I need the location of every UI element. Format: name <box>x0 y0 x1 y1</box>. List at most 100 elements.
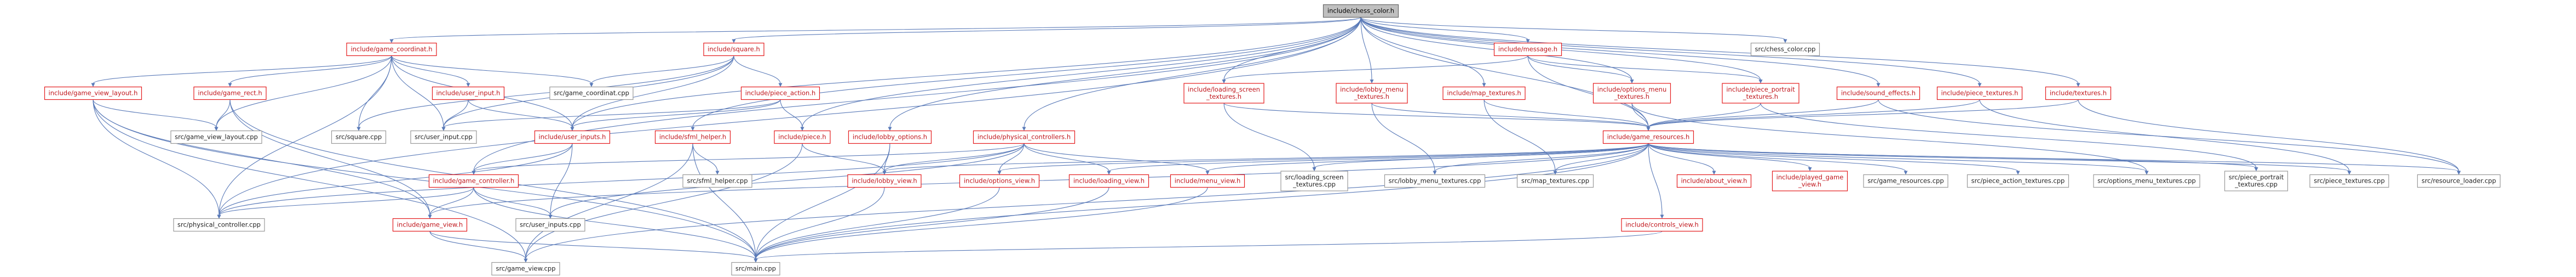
node-user-input[interactable]: include/user_input.h <box>432 86 505 100</box>
node-piece-portrait-textures-cpp[interactable]: src/piece_portrait_textures.cpp <box>2224 171 2288 191</box>
edge-arrowhead <box>428 214 432 219</box>
edge-game-resources-to-game-view-cpp <box>524 143 1649 263</box>
node-options-menu-textures-cpp[interactable]: src/options_menu_textures.cpp <box>2093 174 2200 188</box>
edge-line <box>802 17 1361 128</box>
node-loading-screen-textures[interactable]: include/loading_screen_textures.h <box>1183 83 1264 104</box>
edge-line <box>1631 103 1649 128</box>
node-game-resources-cpp[interactable]: src/game_resources.cpp <box>1863 174 1948 188</box>
node-chess-color[interactable]: include/chess_color.h <box>1323 4 1399 18</box>
edge-line <box>755 143 1649 259</box>
edge-controls-view-to-main-cpp <box>754 231 1663 263</box>
node-square[interactable]: include/square.h <box>703 42 764 56</box>
node-box <box>2093 174 2200 188</box>
node-lobby-view[interactable]: include/lobby_view.h <box>847 174 922 188</box>
node-label: include/game_view_layout.h <box>49 89 138 97</box>
node-game-view-layout[interactable]: include/game_view_layout.h <box>44 86 142 100</box>
edge-line <box>889 17 1361 128</box>
node-box <box>959 174 1040 188</box>
node-box <box>654 130 731 144</box>
node-piece-textures-cpp[interactable]: src/piece_textures.cpp <box>2309 174 2389 188</box>
node-piece-action-textures-cpp[interactable]: src/piece_action_textures.cpp <box>1967 174 2069 188</box>
node-main-cpp[interactable]: src/main.cpp <box>731 262 780 276</box>
node-piece-portrait-textures[interactable]: include/piece_portrait_textures.h <box>1722 83 1799 104</box>
node-game-rect[interactable]: include/game_rect.h <box>193 86 267 100</box>
node-box <box>1516 174 1594 188</box>
edge-chess-color-to-textures <box>1360 17 2080 87</box>
node-controls-view[interactable]: include/controls_view.h <box>1621 218 1703 232</box>
node-options-view[interactable]: include/options_view.h <box>959 174 1040 188</box>
edge-line <box>219 55 392 216</box>
edge-arrowhead <box>91 83 95 87</box>
edge-line <box>591 55 734 84</box>
edge-arrowhead <box>441 127 446 131</box>
edge-message-to-loading-screen-textures <box>1222 55 1528 83</box>
edge-line <box>1979 99 2350 172</box>
node-resource-loader-cpp[interactable]: src/resource_loader.cpp <box>2417 174 2501 188</box>
edge-square-to-piece-action <box>733 55 783 87</box>
node-played-game-view[interactable]: include/played_game_view.h <box>1772 171 1848 191</box>
node-game-coordinat-cpp[interactable]: src/game_coordinat.cpp <box>549 86 634 100</box>
node-user-inputs-cpp[interactable]: src/user_inputs.cpp <box>515 218 585 232</box>
node-game-view-cpp[interactable]: src/game_view.cpp <box>491 262 560 276</box>
node-map-textures-cpp[interactable]: src/map_textures.cpp <box>1516 174 1594 188</box>
node-physical-controller-cpp[interactable]: src/physical_controller.cpp <box>173 218 265 232</box>
edge-line <box>473 187 756 259</box>
node-loading-screen-textures-cpp[interactable]: src/loading_screen_textures.cpp <box>1280 171 1348 191</box>
edge-line <box>1648 143 2147 172</box>
edge-line <box>1223 103 1649 128</box>
node-user-input-cpp[interactable]: src/user_input.cpp <box>410 130 477 144</box>
node-box <box>491 262 560 276</box>
node-label: include/textures.h <box>2050 89 2107 97</box>
node-box <box>1493 42 1562 56</box>
node-piece-action[interactable]: include/piece_action.h <box>740 86 820 100</box>
node-lobby-menu-textures[interactable]: include/lobby_menu_textures.h <box>1336 83 1408 104</box>
edge-arrowhead <box>217 214 221 219</box>
node-game-view-layout-cpp[interactable]: src/game_view_layout.cpp <box>170 130 262 144</box>
node-label: include/game_controller.h <box>433 177 515 185</box>
node-label: src/game_view_layout.cpp <box>175 133 258 141</box>
node-game-coordinat[interactable]: include/game_coordinat.h <box>346 42 437 56</box>
edge-line <box>429 231 756 259</box>
edge-line <box>884 143 1025 172</box>
edge-line <box>229 99 430 216</box>
edge-line <box>1878 99 2459 172</box>
node-physical-controllers[interactable]: include/physical_controllers.h <box>973 130 1076 144</box>
edge-line <box>1527 55 1761 81</box>
node-lobby-options[interactable]: include/lobby_options.h <box>848 130 932 144</box>
node-piece-textures[interactable]: include/piece_textures.h <box>1936 86 2023 100</box>
node-box <box>1772 171 1848 191</box>
edge-chess-color-to-lobby-menu-textures <box>1360 17 1374 83</box>
node-label: src/piece_portrait <box>2229 173 2284 181</box>
edge-line <box>1024 17 1361 128</box>
node-game-view[interactable]: include/game_view.h <box>392 218 468 232</box>
node-lobby-menu-textures-cpp[interactable]: src/lobby_menu_textures.cpp <box>1384 174 1486 188</box>
node-map-textures[interactable]: include/map_textures.h <box>1442 86 1526 100</box>
edge-line <box>219 187 474 216</box>
node-menu-view[interactable]: include/menu_view.h <box>1170 174 1245 188</box>
node-message[interactable]: include/message.h <box>1493 42 1562 56</box>
node-game-controller[interactable]: include/game_controller.h <box>428 174 519 188</box>
node-sfml-helper-cpp[interactable]: src/sfml_helper.cpp <box>682 174 752 188</box>
node-user-inputs[interactable]: include/user_inputs.h <box>534 130 611 144</box>
node-game-resources[interactable]: include/game_resources.h <box>1602 130 1694 144</box>
node-sound-effects[interactable]: include/sound_effects.h <box>1836 86 1921 100</box>
node-textures[interactable]: include/textures.h <box>2045 86 2112 100</box>
node-about-view[interactable]: include/about_view.h <box>1676 174 1752 188</box>
node-loading-view[interactable]: include/loading_view.h <box>1068 174 1149 188</box>
edge-arrowhead <box>1482 83 1486 87</box>
edge-arrowhead <box>2254 167 2258 171</box>
node-chess-color-cpp[interactable]: src/chess_color.cpp <box>1750 42 1820 56</box>
node-options-menu-textures[interactable]: include/options_menu_textures.h <box>1592 83 1671 104</box>
edge-game-coordinat-to-game-rect <box>228 55 392 87</box>
node-label: include/user_input.h <box>436 89 501 97</box>
node-square-cpp[interactable]: src/square.cpp <box>331 130 387 144</box>
node-label: include/square.h <box>708 46 760 53</box>
edge-chess-color-to-square <box>732 17 1361 43</box>
node-label: src/piece_action_textures.cpp <box>1971 177 2065 185</box>
node-label: _textures.h <box>1614 93 1649 100</box>
edge-arrowhead <box>1222 80 1226 83</box>
edge-game-view-to-main-cpp <box>429 231 758 263</box>
node-box <box>1592 83 1671 104</box>
node-piece[interactable]: include/piece.h <box>774 130 831 144</box>
node-sfml-helper[interactable]: include/sfml_helper.h <box>654 130 731 144</box>
